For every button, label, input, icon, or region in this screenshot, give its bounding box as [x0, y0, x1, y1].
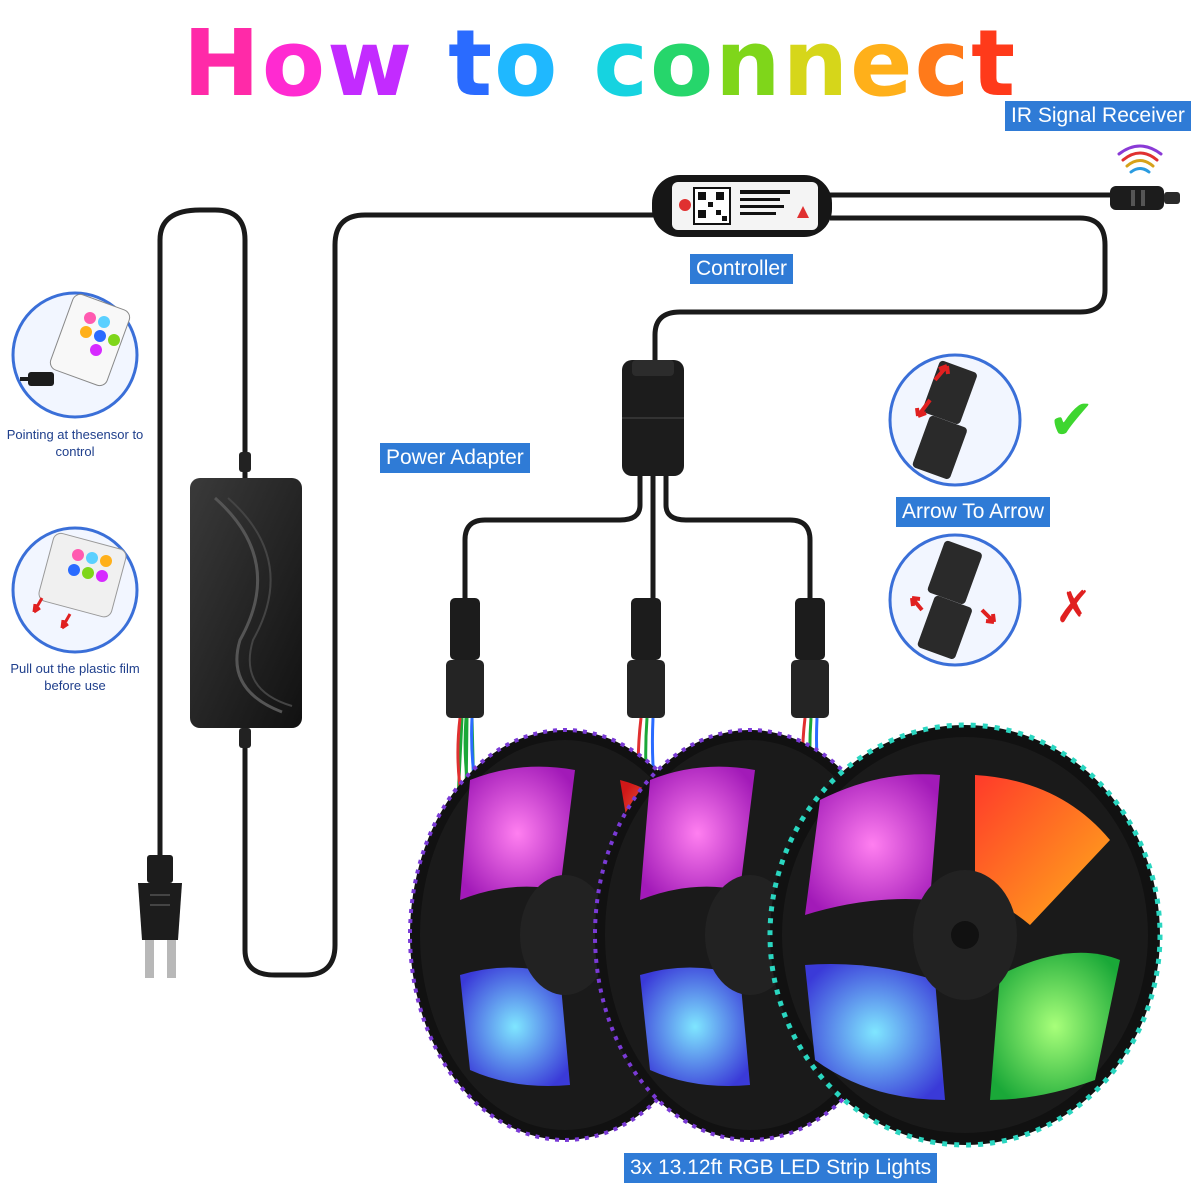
ferrite-bead [239, 452, 251, 472]
controller-label: Controller [690, 254, 794, 284]
check-icon: ✔ [1048, 388, 1095, 453]
wall-plug [138, 855, 182, 978]
pull-out-note: Pull out the plastic film before use [10, 661, 140, 693]
arrow-to-arrow-illustration [888, 353, 1022, 487]
title-letter: o [261, 10, 328, 117]
strip-connector [627, 598, 665, 718]
controller-box [652, 175, 832, 237]
remote-pointing-illustration [11, 291, 139, 419]
splitter [622, 360, 684, 476]
remote-film-illustration [11, 526, 139, 654]
page-title: How to connect [0, 18, 1200, 110]
ir-receiver [1110, 144, 1180, 210]
title-letter: H [182, 10, 262, 117]
title-letter: w [327, 10, 415, 117]
arrow-to-arrow-label: Arrow To Arrow [896, 497, 1050, 527]
title-letter [559, 18, 593, 110]
power-adapter-label: Power Adapter [380, 443, 530, 473]
title-letter: c [593, 10, 650, 117]
title-letter: o [494, 10, 560, 117]
title-letter: t [448, 10, 495, 117]
title-letter: t [971, 10, 1018, 117]
pointing-note: Pointing at thesensor to control [6, 427, 144, 459]
strip-lights-label: 3x 13.12ft RGB LED Strip Lights [624, 1153, 938, 1183]
title-letter [414, 18, 448, 110]
strip-connector [791, 598, 829, 718]
title-letter: n [715, 10, 783, 117]
title-letter: n [782, 10, 851, 117]
cross-icon: ✗ [1055, 582, 1092, 633]
controller-cables [652, 192, 1110, 362]
title-letter: o [649, 10, 716, 117]
ir-receiver-label: IR Signal Receiver [1005, 101, 1191, 131]
power-cable [157, 207, 663, 978]
title-letter: c [914, 10, 972, 117]
led-reel-3 [767, 722, 1163, 1148]
wrong-orientation-illustration [888, 533, 1022, 667]
ferrite-bead [239, 728, 251, 748]
splitter-cables [462, 476, 813, 600]
title-letter: e [850, 10, 915, 117]
power-adapter [190, 478, 302, 728]
